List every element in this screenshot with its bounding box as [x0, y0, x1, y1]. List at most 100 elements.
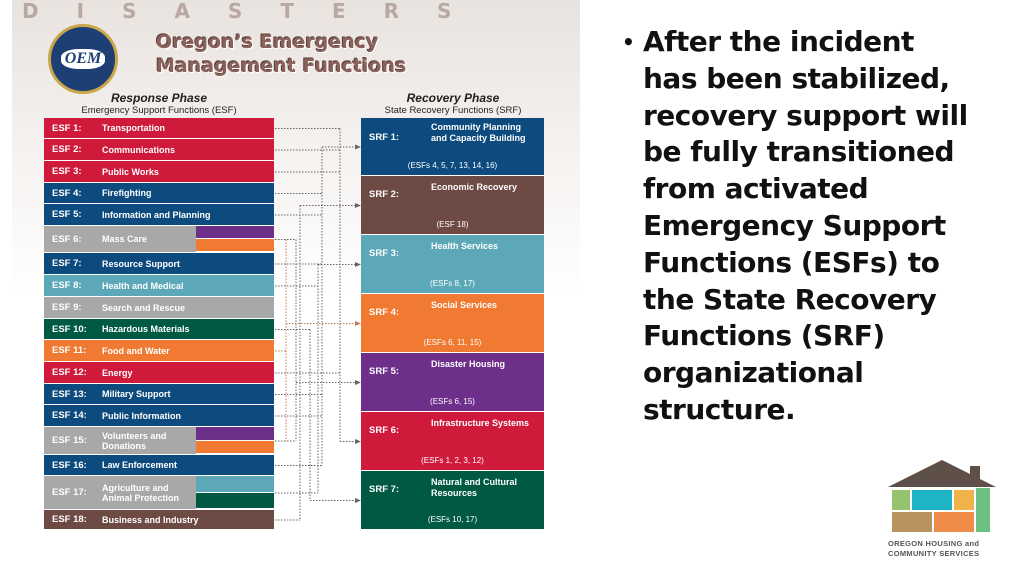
- esf-number: ESF 15:: [52, 435, 87, 446]
- esf-row: ESF 8:Health and Medical: [44, 275, 274, 297]
- esf-label: Agriculture and Animal Protection: [102, 482, 180, 503]
- esf-number: ESF 5:: [52, 209, 82, 220]
- esf-number: ESF 2:: [52, 144, 82, 155]
- arrow-icon: [355, 203, 361, 208]
- esf-number: ESF 1:: [52, 122, 82, 134]
- esf-label: Mass Care: [102, 234, 148, 244]
- esf-number: ESF 16:: [52, 459, 87, 471]
- srf-esf-list: (ESFs 6, 15): [430, 397, 475, 406]
- arrow-icon: [355, 144, 361, 150]
- esf-row: ESF 18:Business and Industry: [44, 510, 274, 530]
- srf-box: SRF 3:Health Services(ESFs 8, 17): [361, 235, 544, 294]
- bullet-line: Functions (ESFs) to: [643, 245, 940, 279]
- srf-esf-list: (ESFs 6, 11, 15): [423, 338, 482, 347]
- esf-row: ESF 12: Energy: [44, 362, 274, 384]
- esf-number: ESF 7:: [52, 258, 82, 269]
- srf-box: SRF 6:Infrastructure Systems(ESFs 1, 2, …: [361, 412, 544, 471]
- esf-row: ESF 17:Agriculture and Animal Protection: [44, 476, 274, 510]
- esf-number: ESF 12:: [52, 367, 87, 378]
- bullet-line: the State Recovery: [643, 282, 937, 316]
- house-icon: [888, 460, 996, 532]
- title-line-2: Management Functions: [156, 55, 407, 77]
- esf-row: ESF 11: Food and Water: [44, 340, 274, 362]
- esf-row: ESF 6:Mass Care: [44, 226, 274, 253]
- esf-row: ESF 1: Transportation: [44, 118, 274, 139]
- srf-label: Community Planning and Capacity Building: [431, 122, 526, 143]
- srf-label: Infrastructure Systems: [431, 418, 530, 428]
- srf-esf-list: (ESF 18): [436, 220, 469, 229]
- bullet-line: from activated: [643, 172, 869, 206]
- bullet-icon: •: [622, 30, 635, 54]
- srf-label: Social Services: [431, 300, 498, 310]
- srf-number: SRF 7:: [369, 484, 400, 495]
- esf-number: ESF 10:: [52, 323, 87, 335]
- esf-label: Transportation: [102, 123, 166, 133]
- srf-number: SRF 3:: [369, 248, 400, 259]
- esf-color-swatch: [196, 427, 274, 454]
- arrow-icon: [355, 380, 361, 385]
- srf-number: SRF 6:: [369, 425, 400, 436]
- esf-row: ESF 3: Public Works: [44, 161, 274, 183]
- esf-label: Search and Rescue: [102, 302, 186, 313]
- bullet-line: After the incident: [643, 25, 914, 58]
- bullet-line: be fully transitioned: [643, 135, 955, 169]
- logo-line-1: OREGON HOUSING and: [888, 539, 980, 548]
- bullet-line: structure.: [643, 392, 796, 426]
- connector-lines: [275, 128, 361, 521]
- srf-label: Natural and Cultural Resources: [431, 477, 518, 498]
- bullet-line: Functions (SRF): [643, 319, 885, 353]
- esf-row: ESF 9: Search and Rescue: [44, 297, 274, 319]
- esf-number: ESF 18:: [52, 514, 87, 525]
- esf-color-swatch: [196, 226, 274, 252]
- esf-row: ESF 13: Military Support: [44, 384, 274, 405]
- esf-row: ESF 14:Public Information: [44, 405, 274, 427]
- esf-number: ESF 3:: [52, 166, 82, 177]
- background-word: DISASTERS: [22, 0, 490, 22]
- srf-number: SRF 1:: [369, 132, 400, 143]
- esf-number: ESF 13:: [52, 388, 87, 400]
- esf-label: Public Works: [102, 166, 159, 177]
- arrow-icon: [355, 262, 361, 267]
- esf-row: ESF 16:Law Enforcement: [44, 455, 274, 476]
- esf-label: Communications: [102, 144, 176, 155]
- arrow-icon: [355, 439, 361, 444]
- swatch-block: [196, 476, 274, 493]
- logo-line-2: COMMUNITY SERVICES: [888, 549, 980, 558]
- srf-esf-list: (ESFs 4, 5, 7, 13, 14, 16): [407, 161, 498, 170]
- swatch-block: [196, 440, 274, 454]
- srf-number: SRF 5:: [369, 366, 400, 377]
- swatch-block: [196, 492, 274, 509]
- srf-box: SRF 2:Economic Recovery(ESF 18): [361, 176, 544, 235]
- srf-box: SRF 7: Natural and Cultural Resources (ESF…: [361, 471, 544, 530]
- arrow-icon: [355, 321, 361, 326]
- srf-label: Economic Recovery: [431, 182, 518, 192]
- esf-label: Information and Planning: [102, 209, 211, 220]
- bullet-line: recovery support will: [643, 98, 968, 132]
- esf-number: ESF 11:: [52, 345, 87, 356]
- recovery-subtitle: State Recovery Functions (SRF): [384, 105, 522, 116]
- esf-label: Food and Water: [102, 345, 170, 356]
- swatch-block: [196, 427, 274, 441]
- esf-row: ESF 15: Volunteers and Donations: [44, 427, 274, 455]
- esf-row: ESF 5: Information and Planning: [44, 204, 274, 226]
- srf-box: SRF 1: Community Planning and Capacity Bu…: [361, 118, 544, 176]
- srf-box: SRF 4: Social Services (ESFs 6, 11, 15): [361, 294, 544, 353]
- srf-label: Disaster Housing: [431, 359, 506, 369]
- esf-label: Energy: [102, 367, 133, 378]
- esf-label: Military Support: [102, 389, 171, 399]
- srf-label: Health Services: [431, 241, 499, 251]
- title-line-1: Oregon’s Emergency: [156, 31, 379, 53]
- esf-label: Volunteers and Donations: [102, 430, 167, 451]
- esf-number: ESF 9:: [52, 302, 82, 313]
- esf-row: ESF 4:Firefighting: [44, 183, 274, 204]
- bullet-line: has been stabilized,: [643, 61, 950, 95]
- esf-label: Firefighting: [102, 188, 152, 198]
- srf-box: SRF 5: Disaster Housing (ESFs 6, 15): [361, 353, 544, 412]
- oem-seal-logo: OEM: [48, 24, 118, 94]
- srf-esf-list: (ESFs 10, 17): [427, 515, 478, 524]
- srf-number: SRF 4:: [369, 307, 400, 318]
